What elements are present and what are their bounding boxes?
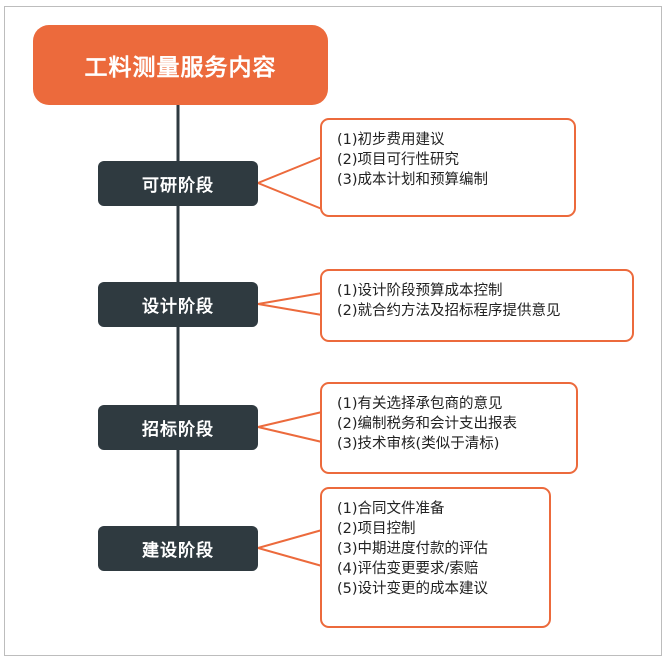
callout-item: (2)编制税务和会计支出报表 [337,416,518,432]
callout-construction: (1)合同文件准备 (2)项目控制 (3)中期进度付款的评估 (4)评估变更要求… [320,487,551,628]
stage-feasibility: 可研阶段 [98,161,258,206]
callout-item: (2)项目控制 [337,521,416,537]
callout-pointer-3 [257,411,323,443]
callout-item: (1)有关选择承包商的意见 [337,396,503,412]
callout-item: (2)就合约方法及招标程序提供意见 [337,303,561,319]
callout-item: (1)初步费用建议 [337,132,445,148]
callout-item: (2)项目可行性研究 [337,152,460,168]
stage-tendering: 招标阶段 [98,405,258,450]
diagram-title: 工料测量服务内容 [33,25,328,105]
callout-design: (1)设计阶段预算成本控制 (2)就合约方法及招标程序提供意见 [320,269,634,342]
callout-pointer-4 [254,529,323,567]
stage-construction: 建设阶段 [98,526,258,571]
callout-item: (3)技术审核(类似于清标) [337,436,500,452]
callout-item: (3)中期进度付款的评估 [337,541,489,557]
callout-tendering: (1)有关选择承包商的意见 (2)编制税务和会计支出报表 (3)技术审核(类似于… [320,382,578,474]
callout-pointer-2 [257,292,323,316]
stage-design: 设计阶段 [98,282,258,327]
callout-item: (1)设计阶段预算成本控制 [337,283,503,299]
callout-item: (1)合同文件准备 [337,501,445,517]
callout-item: (5)设计变更的成本建议 [337,581,489,597]
callout-pointer-1 [255,156,323,210]
callout-item: (4)评估变更要求/索赔 [337,561,479,577]
callout-feasibility: (1)初步费用建议 (2)项目可行性研究 (3)成本计划和预算编制 [320,118,576,217]
callout-item: (3)成本计划和预算编制 [337,172,489,188]
